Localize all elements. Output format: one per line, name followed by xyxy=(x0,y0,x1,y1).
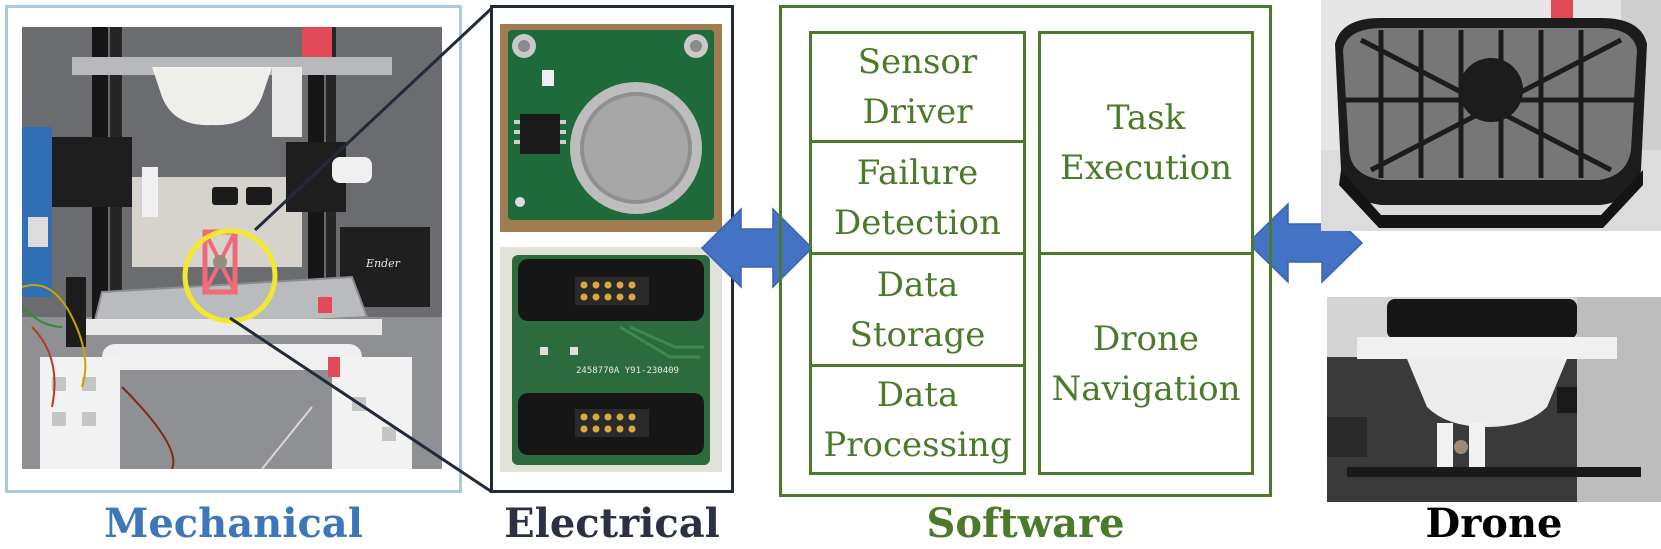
ender-logo-text: Ender xyxy=(365,257,401,270)
drone-sampler-illustration xyxy=(1327,297,1661,502)
module-data-processing: Data Processing xyxy=(809,364,1026,475)
drone-bottom-photo xyxy=(1327,297,1661,502)
module-sensor-driver: Sensor Driver xyxy=(809,31,1026,143)
connector-pcb-photo: 2458770A Y91-230409 xyxy=(500,247,722,472)
module-label: Sensor Driver xyxy=(857,42,978,132)
drone-cage-illustration xyxy=(1321,0,1661,231)
drone-label: Drone xyxy=(1425,500,1563,547)
software-label: Software xyxy=(926,500,1125,547)
electrical-label: Electrical xyxy=(504,500,720,547)
module-failure-detection: Failure Detection xyxy=(809,140,1026,255)
module-label: Failure Detection xyxy=(833,152,1002,243)
module-data-storage: Data Storage xyxy=(809,252,1026,367)
module-label: Drone Navigation xyxy=(1051,318,1241,409)
connector-pcb-illustration: 2458770A Y91-230409 xyxy=(500,247,722,472)
gas-sensor-board-illustration xyxy=(500,24,722,232)
mechanical-label: Mechanical xyxy=(104,500,363,547)
module-label: Task Execution xyxy=(1060,98,1232,188)
module-drone-navigation: Drone Navigation xyxy=(1038,252,1254,475)
module-task-execution: Task Execution xyxy=(1038,31,1254,255)
sensor-highlight-circle xyxy=(182,228,278,324)
pcb-code-text: 2458770A Y91-230409 xyxy=(576,366,679,376)
module-label: Data Processing xyxy=(823,374,1012,465)
drone-top-photo xyxy=(1321,0,1661,231)
module-label: Data Storage xyxy=(849,264,986,355)
gas-sensor-board-photo xyxy=(500,24,722,232)
mechanical-printer-photo: Ender xyxy=(22,27,442,469)
printer-illustration: Ender xyxy=(22,27,442,469)
software-panel-frame xyxy=(779,5,1272,497)
